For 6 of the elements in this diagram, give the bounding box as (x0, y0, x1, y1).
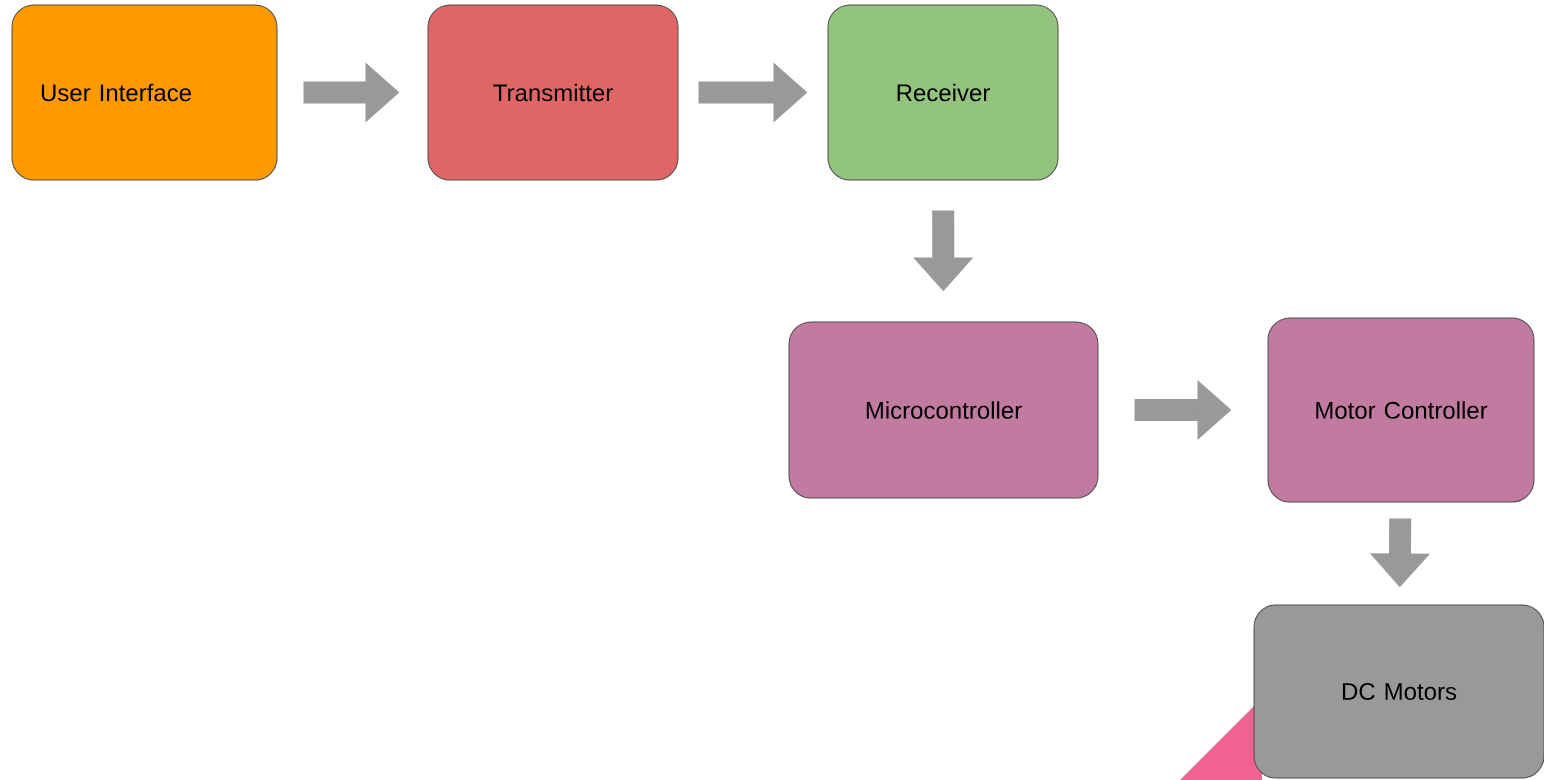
process-box: User Interface (11, 4, 278, 181)
process-box: Motor Controller (1267, 317, 1535, 503)
process-box: DC Motors (1253, 604, 1544, 779)
process-box: Microcontroller (788, 321, 1099, 499)
process-box: Transmitter (427, 4, 679, 181)
process-box: Receiver (827, 4, 1059, 181)
